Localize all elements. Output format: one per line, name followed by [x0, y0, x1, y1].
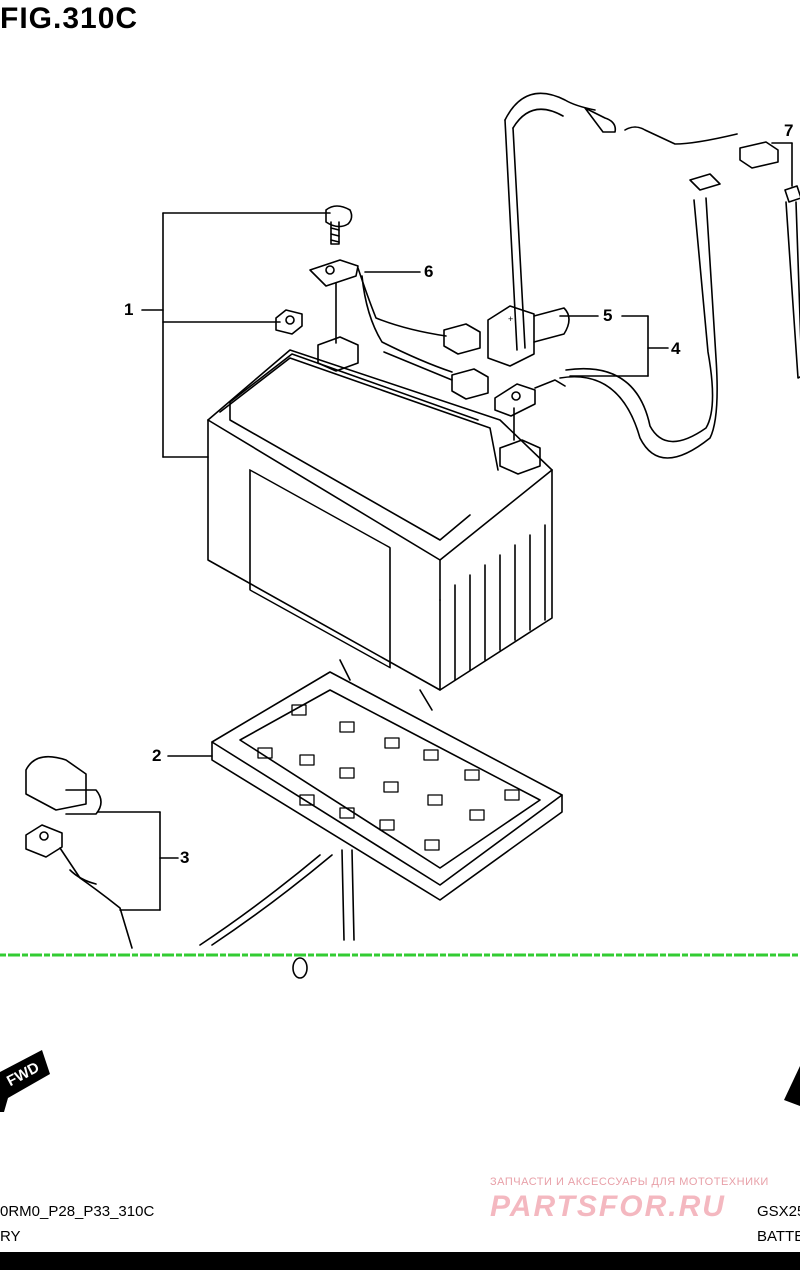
bottom-bar	[0, 1252, 800, 1270]
callout-1: 1	[124, 300, 134, 319]
callout-6: 6	[424, 262, 434, 281]
callout-7: 7	[784, 121, 794, 140]
watermark-logo: PARTSFOR.RU	[490, 1190, 726, 1223]
callout-4: 4	[671, 339, 681, 358]
negative-lead	[357, 267, 489, 400]
positive-clip	[494, 379, 566, 441]
footer-diagram-code: 0RM0_P28_P33_310C	[0, 1203, 155, 1220]
ring-terminal	[292, 957, 308, 979]
callout-leaders	[364, 271, 669, 377]
battery-tray	[167, 671, 563, 901]
figure-title: FIG.310C	[0, 2, 139, 35]
footer-subtitle: RY	[0, 1228, 21, 1245]
bracket-part-1	[141, 212, 331, 458]
tray-cables	[199, 659, 433, 946]
terminal-cover-part-3	[25, 755, 179, 949]
terminal-clip	[309, 259, 359, 344]
corner-arrow-icon	[784, 1066, 800, 1106]
footer-model: GSX25	[757, 1203, 800, 1220]
watermark-tagline: ЗАПЧАСТИ И АКСЕССУАРЫ ДЛЯ МОТОТЕХНИКИ	[490, 1176, 769, 1188]
terminal-nut	[275, 309, 303, 335]
callout-3: 3	[180, 848, 190, 867]
callout-2: 2	[152, 746, 162, 765]
terminal-cap: +	[487, 305, 570, 367]
battery	[207, 336, 553, 691]
callout-5: 5	[603, 306, 613, 325]
tray-slots	[257, 704, 520, 851]
footer-section: BATTE	[757, 1228, 800, 1245]
fwd-arrow-icon	[0, 1050, 50, 1112]
cable-tie	[771, 142, 800, 379]
terminal-bolt	[325, 205, 353, 245]
main-harness	[504, 92, 779, 459]
svg-text:+: +	[508, 314, 513, 324]
